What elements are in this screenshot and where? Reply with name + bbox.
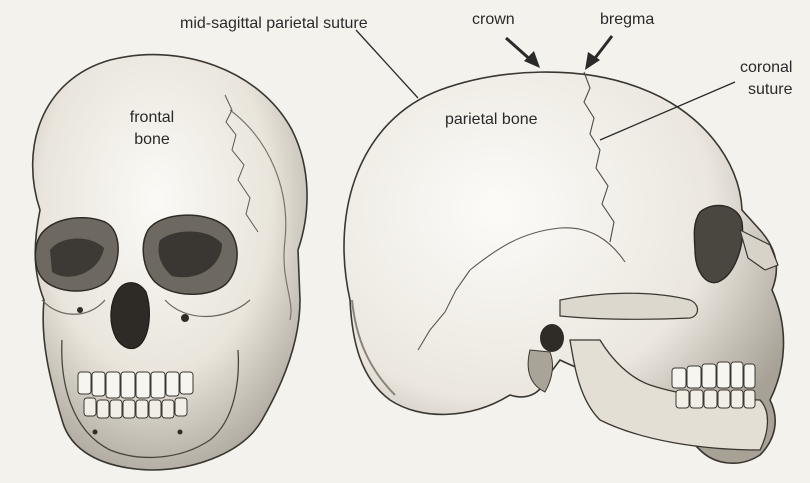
bregma-label: bregma [600, 10, 654, 29]
front-mental-foramen-right [178, 430, 183, 435]
side-lower-teeth [676, 390, 755, 408]
side-ear-canal [540, 324, 564, 352]
bregma-arrow [585, 36, 612, 70]
front-nasal-aperture [111, 283, 149, 349]
side-zygomatic-arch [560, 293, 698, 319]
coronal-label-line2: suture [748, 80, 792, 99]
mid-sagittal-leader [356, 30, 418, 98]
mid-sagittal-label: mid-sagittal parietal suture [180, 14, 368, 33]
front-foramen-left [77, 307, 83, 313]
front-upper-teeth [78, 372, 193, 398]
front-foramen-right [181, 314, 189, 322]
crown-arrow [506, 38, 540, 68]
coronal-label-line1: coronal [740, 58, 792, 77]
side-skull [344, 72, 784, 463]
front-mental-foramen-left [93, 430, 98, 435]
frontal-label-line2: bone [122, 130, 182, 149]
parietal-label: parietal bone [445, 110, 538, 129]
crown-label: crown [472, 10, 515, 29]
frontal-label-line1: frontal [122, 108, 182, 127]
